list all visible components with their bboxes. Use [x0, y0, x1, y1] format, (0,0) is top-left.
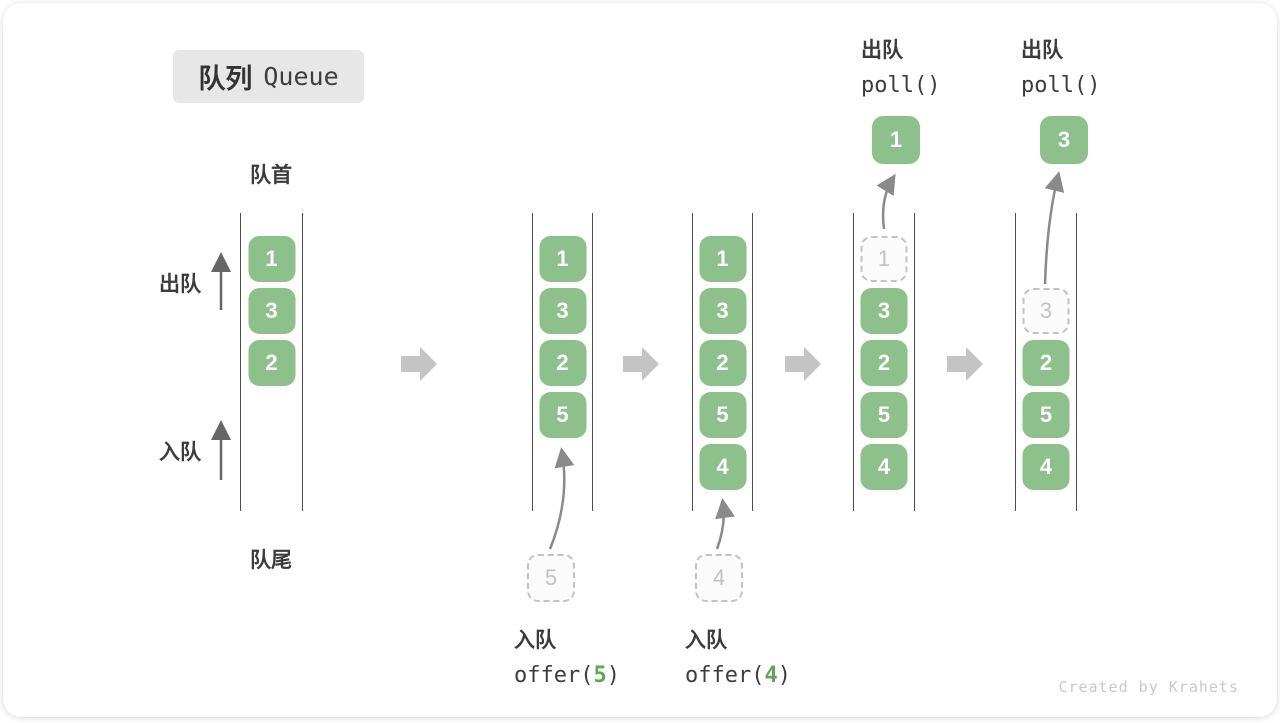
queue-item: 1 [539, 236, 586, 282]
enqueue-operation-1: 入队 offer(5) [514, 624, 620, 688]
queue-item: 4 [699, 444, 746, 490]
label-enqueue-side: 入队 [159, 441, 201, 464]
title-en: Queue [263, 62, 339, 91]
queue-state-3: 1 3 2 5 4 [692, 213, 753, 511]
queue-item: 4 [1022, 444, 1070, 490]
queue-item: 3 [539, 288, 586, 334]
queue-item: 2 [860, 340, 908, 386]
dequeue-operation-2: 出队 poll() [1021, 34, 1100, 98]
polled-value-2: 3 [1040, 116, 1088, 164]
queue-item: 3 [860, 288, 908, 334]
queue-item: 5 [539, 392, 586, 438]
queue-item: 2 [699, 340, 746, 386]
transition-arrow-2 [623, 347, 659, 381]
transition-arrow-4 [947, 347, 983, 381]
enqueue-op-label: 入队 [685, 629, 727, 652]
dequeue-op-label: 出队 [861, 39, 903, 62]
queue-item: 2 [539, 340, 586, 386]
queue-item: 2 [1022, 340, 1070, 386]
enqueue-op-code: offer(5) [514, 663, 620, 688]
queue-state-1: 1 3 2 [240, 213, 303, 511]
arrows-overlay [211, 171, 1065, 550]
polled-value-1: 1 [872, 116, 920, 164]
dequeue-op-code: poll() [861, 73, 941, 98]
diagram-card: 队列 Queue 队首 队尾 出队 入队 1 3 2 1 3 2 5 1 3 2… [3, 3, 1277, 717]
queue-item: 1 [699, 236, 746, 282]
title-box: 队列 Queue [173, 50, 364, 103]
enqueue-op-code: offer(4) [685, 663, 791, 688]
enqueue-arg: 4 [764, 663, 778, 688]
queue-item: 1 [248, 236, 295, 282]
queue-state-2: 1 3 2 5 [532, 213, 593, 511]
transition-arrow-3 [785, 347, 821, 381]
transition-arrow-1 [401, 347, 437, 381]
queue-item: 5 [860, 392, 908, 438]
enqueue-operation-2: 入队 offer(4) [685, 624, 791, 688]
staged-item-4: 4 [695, 554, 743, 602]
enqueue-arg: 5 [593, 663, 607, 688]
queue-item-removed: 3 [1022, 288, 1070, 334]
label-dequeue-side: 出队 [159, 273, 201, 296]
queue-item: 5 [1022, 392, 1070, 438]
queue-item-removed: 1 [860, 236, 908, 282]
dequeue-operation-1: 出队 poll() [861, 34, 940, 98]
queue-state-5: 3 2 5 4 [1015, 213, 1077, 511]
watermark: Created by Krahets [1058, 678, 1239, 696]
label-queue-rear: 队尾 [250, 549, 292, 572]
label-queue-front: 队首 [250, 164, 292, 187]
dequeue-op-label: 出队 [1021, 39, 1063, 62]
enqueue-op-label: 入队 [514, 629, 556, 652]
queue-item: 3 [248, 288, 295, 334]
queue-state-4: 1 3 2 5 4 [853, 213, 915, 511]
queue-item: 2 [248, 340, 295, 386]
staged-item-5: 5 [527, 554, 575, 602]
title-zh: 队列 [198, 64, 253, 94]
queue-item: 4 [860, 444, 908, 490]
dequeue-op-code: poll() [1021, 73, 1101, 98]
queue-item: 5 [699, 392, 746, 438]
queue-item: 3 [699, 288, 746, 334]
